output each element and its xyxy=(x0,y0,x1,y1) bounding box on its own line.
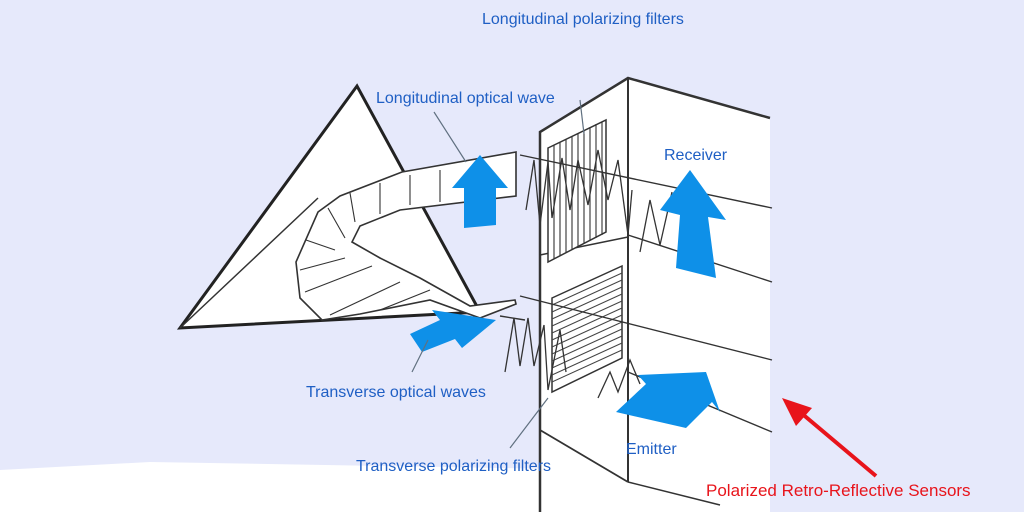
diagram-caption: Polarized Retro-Reflective Sensors xyxy=(706,481,971,500)
transverse-wave-zigzag xyxy=(504,317,567,391)
longitudinal-wave-zigzag xyxy=(525,149,633,236)
blue-arrows xyxy=(410,155,726,428)
transverse-polarizing-filter xyxy=(551,264,623,394)
receiver-label: Receiver xyxy=(664,147,728,164)
transverse-arrow xyxy=(410,310,496,352)
housing-bottom-edge xyxy=(539,429,629,483)
receiver-arrow xyxy=(660,170,726,278)
red-pointer-arrow xyxy=(782,398,878,478)
longitudinal-polarizing-filter xyxy=(547,118,607,264)
emitter-wave-zigzag xyxy=(597,358,641,399)
longitudinal-wave-label: Longitudinal optical wave xyxy=(376,90,555,107)
transverse-filters-label: Transverse polarizing filters xyxy=(356,458,552,475)
leader-lines xyxy=(411,99,585,449)
emitter-label: Emitter xyxy=(626,441,677,458)
longitudinal-arrow xyxy=(452,155,508,228)
transverse-waves-label: Transverse optical waves xyxy=(306,384,486,401)
light-beam-ribbon xyxy=(295,151,517,321)
emitter-arrow xyxy=(616,372,720,428)
receiver-wave-zigzag xyxy=(639,191,673,253)
longitudinal-filters-label: Longitudinal polarizing filters xyxy=(482,11,684,28)
housing-outline xyxy=(538,76,771,512)
paper-background xyxy=(0,462,640,512)
housing-base-edge xyxy=(627,481,721,506)
